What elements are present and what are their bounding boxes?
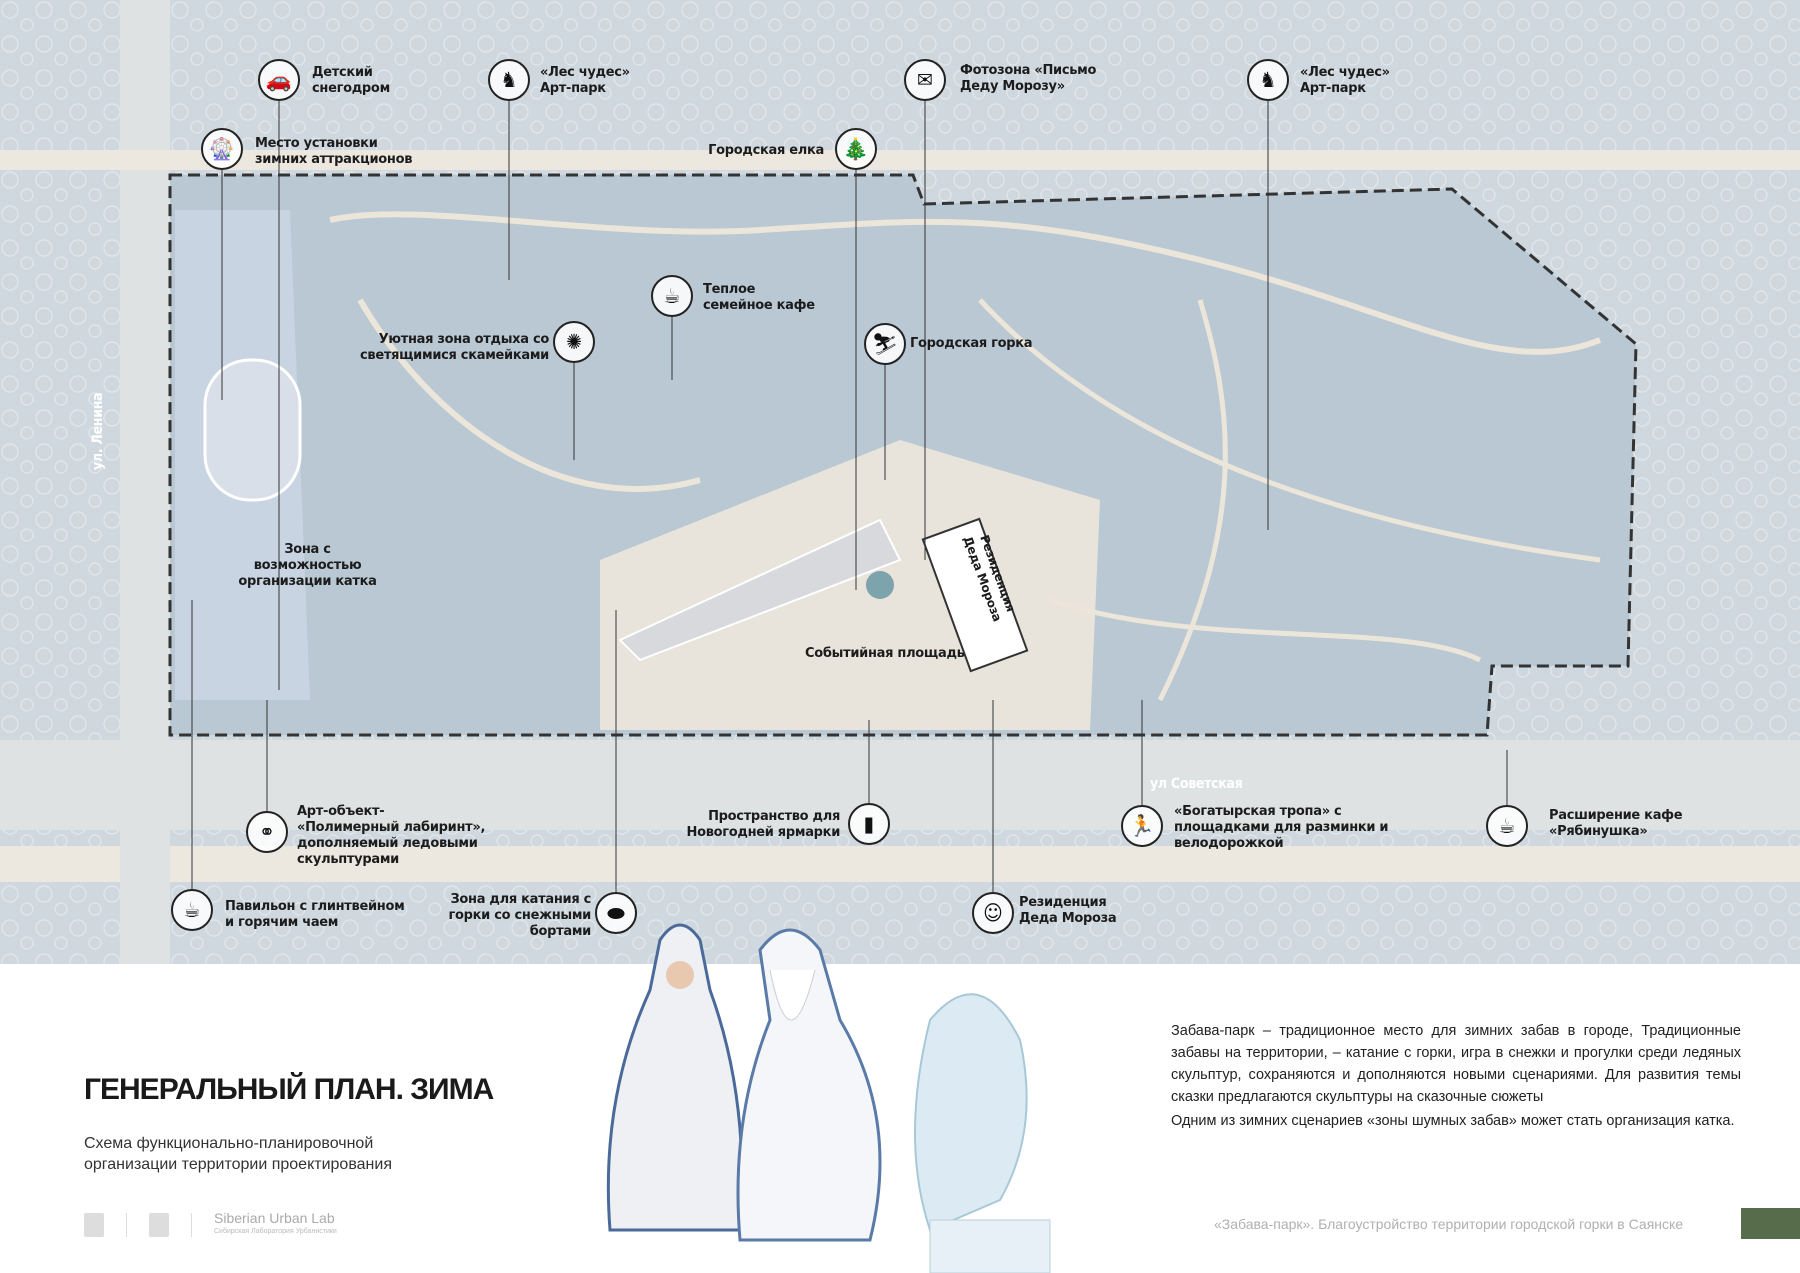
zone-label-event-square: Событийная площадь bbox=[805, 646, 965, 661]
page-subtitle: Схема функционально-планировочной органи… bbox=[84, 1133, 392, 1175]
subtitle-line: организации территории проектирования bbox=[84, 1156, 392, 1173]
map-drawing bbox=[0, 0, 1800, 964]
callout-forest-of-wonders-1: «Лес чудес» Арт-парк bbox=[540, 65, 630, 96]
callout-family-cafe: Теплое семейное кафе bbox=[703, 282, 815, 313]
santa-icon[interactable]: ☺ bbox=[972, 892, 1014, 934]
ferris-wheel-icon[interactable]: 🎡 bbox=[201, 128, 243, 170]
sculptures-icon[interactable]: ♞ bbox=[488, 59, 530, 101]
city-tree-spot bbox=[866, 571, 894, 599]
cup-icon[interactable]: ☕ bbox=[171, 889, 213, 931]
network-icon[interactable]: ⚭ bbox=[246, 811, 288, 853]
characters-illustration bbox=[606, 923, 1051, 1273]
callout-forest-of-wonders-2: «Лес чудес» Арт-парк bbox=[1300, 65, 1390, 96]
lenina-street bbox=[120, 0, 170, 964]
sculptures-icon[interactable]: ♞ bbox=[1247, 59, 1289, 101]
page-title: ГЕНЕРАЛЬНЫЙ ПЛАН. ЗИМА bbox=[84, 1073, 494, 1106]
sled-icon[interactable]: ⬬ bbox=[595, 892, 637, 934]
description-paragraph: Забава-парк – традиционное место для зим… bbox=[1171, 1023, 1741, 1105]
residence-building bbox=[921, 517, 1029, 673]
callout-mulled-wine-pavilion: Павильон с глинтвейном и горячим чаем bbox=[225, 899, 405, 930]
lab-subtitle: Сибирская Лаборатория Урбанистики bbox=[214, 1228, 337, 1235]
zone-label-rink: Зона с возможностью организации катка bbox=[238, 542, 377, 589]
envelope-icon[interactable]: ✉ bbox=[904, 59, 946, 101]
callout-cafe-expansion: Расширение кафе «Рябинушка» bbox=[1549, 808, 1683, 839]
region-logo bbox=[149, 1213, 169, 1237]
accent-block bbox=[1741, 1208, 1800, 1239]
callout-polymer-labyrinth: Арт-объект- «Полимерный лабиринт», допол… bbox=[297, 804, 486, 867]
runner-icon[interactable]: 🏃 bbox=[1121, 805, 1163, 847]
callout-winter-attractions: Место установки зимних аттракционов bbox=[255, 136, 413, 167]
bumper-car-icon[interactable]: 🚗 bbox=[258, 59, 300, 101]
christmas-tree-icon[interactable]: 🎄 bbox=[835, 128, 877, 170]
callout-photo-zone: Фотозона «Письмо Деду Морозу» bbox=[960, 63, 1097, 94]
ice-sculpture bbox=[914, 993, 1028, 1232]
callout-city-tree: Городская елка bbox=[708, 143, 824, 158]
description-paragraph: Одним из зимних сценариев «зоны шумных з… bbox=[1171, 1113, 1735, 1129]
coat-of-arms-logo bbox=[84, 1213, 104, 1237]
light-icon[interactable]: ✺ bbox=[553, 321, 595, 363]
callout-sledding-zone: Зона для катания с горки со снежными бор… bbox=[448, 892, 592, 939]
divider bbox=[191, 1213, 192, 1237]
cup-icon[interactable]: ☕ bbox=[1486, 805, 1528, 847]
callout-city-slide: Городская горка bbox=[910, 336, 1033, 351]
master-plan-map: ул. Ленина ул Советская Зона с возможнос… bbox=[0, 0, 1800, 964]
footer-project-name: «Забава-парк». Благоустройство территори… bbox=[1214, 1216, 1684, 1232]
callout-snow-karting: Детский снегодром bbox=[312, 65, 390, 96]
divider bbox=[126, 1213, 127, 1237]
playground-icon[interactable]: ⛷ bbox=[864, 323, 906, 365]
subtitle-line: Схема функционально-планировочной bbox=[84, 1135, 374, 1152]
lab-name: Siberian Urban Lab bbox=[214, 1210, 335, 1226]
santa-figure bbox=[736, 928, 882, 1242]
callout-rest-zone: Уютная зона отдыха со светящимися скамей… bbox=[359, 332, 549, 363]
street-label-lenina: ул. Ленина bbox=[90, 392, 106, 470]
callout-bogatyr-trail: «Богатырская тропа» с площадками для раз… bbox=[1174, 804, 1389, 851]
street-label-sovetskaya: ул Советская bbox=[1150, 776, 1243, 792]
fair-icon[interactable]: ▮ bbox=[848, 803, 890, 845]
callout-santa-residence: Резиденция Деда Мороза bbox=[1019, 895, 1117, 926]
cup-icon[interactable]: ☕ bbox=[651, 275, 693, 317]
description: Забава-парк – традиционное место для зим… bbox=[1171, 1020, 1741, 1134]
callout-fair-space: Пространство для Новогодней ярмарки bbox=[686, 809, 840, 840]
